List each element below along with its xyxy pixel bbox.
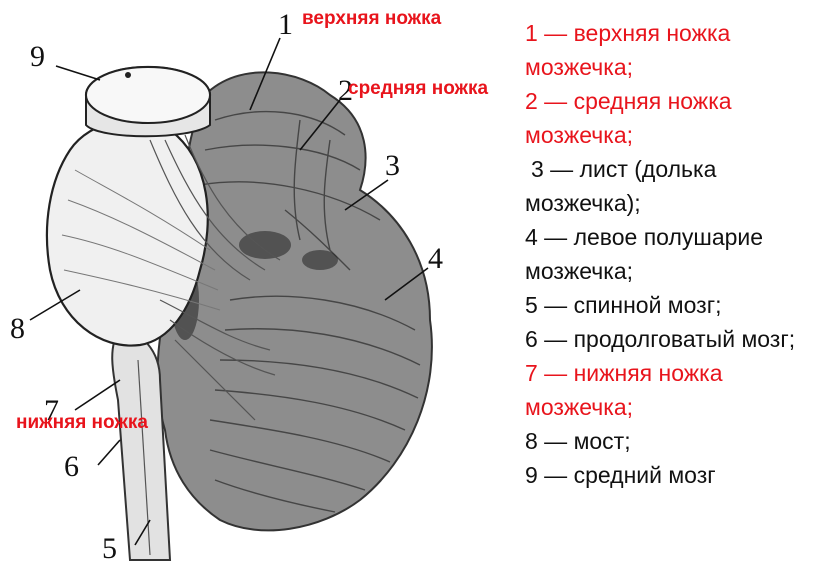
legend-line: 4 — левое полушарие (525, 220, 820, 254)
legend-line: 8 — мост; (525, 424, 820, 458)
legend-line: 6 — продолговатый мозг; (525, 322, 820, 356)
legend-line: 5 — спинной мозг; (525, 288, 820, 322)
callout-5: 5 (102, 532, 117, 565)
legend-line: мозжечка; (525, 118, 820, 152)
callout-9: 9 (30, 40, 45, 73)
legend-line: мозжечка; (525, 50, 820, 84)
legend-line: мозжечка; (525, 254, 820, 288)
legend-line: 2 — средняя ножка (525, 84, 820, 118)
legend-line: 3 — лист (долька (525, 152, 820, 186)
midbrain (86, 67, 210, 136)
legend-list: 1 — верхняя ножкамозжечка;2 — средняя но… (525, 16, 820, 492)
legend-line: 7 — нижняя ножка (525, 356, 820, 390)
callout-6: 6 (64, 450, 79, 483)
callout-3: 3 (385, 149, 400, 182)
middle-peduncle-label: средняя ножка (348, 78, 488, 100)
cerebellum-hemisphere (158, 72, 432, 530)
legend-line: мозжечка; (525, 390, 820, 424)
lower-peduncle-label: нижняя ножка (16, 412, 148, 434)
legend-line: 1 — верхняя ножка (525, 16, 820, 50)
callout-4: 4 (428, 242, 443, 275)
legend-line: мозжечка); (525, 186, 820, 220)
callout-1: 1 (278, 8, 293, 41)
upper-peduncle-label: верхняя ножка (302, 8, 441, 30)
callout-8: 8 (10, 312, 25, 345)
legend-line: 9 — средний мозг (525, 458, 820, 492)
